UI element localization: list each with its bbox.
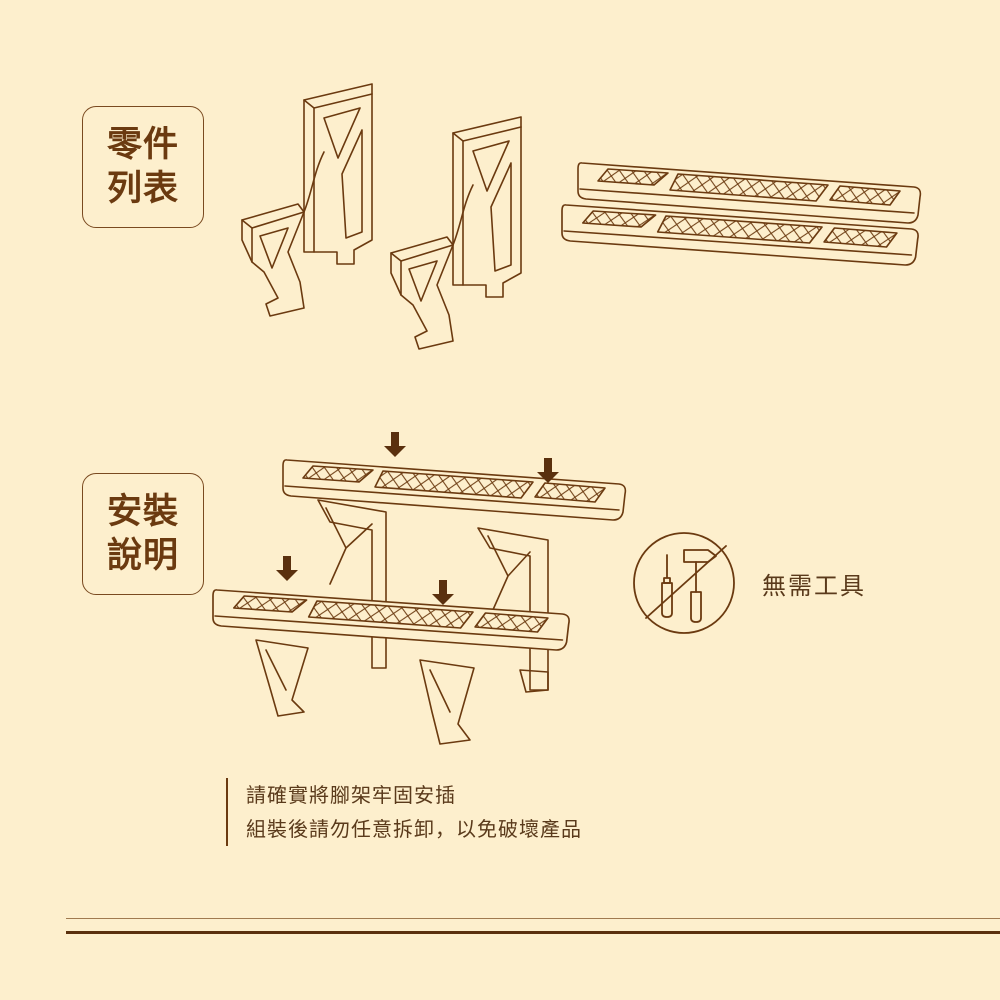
leg-part-illustration-1 <box>241 83 373 317</box>
install-label-line1: 安裝 <box>106 492 179 532</box>
parts-list-label-line2: 列表 <box>106 169 179 209</box>
divider-thick <box>66 931 1000 934</box>
down-arrow-icon <box>276 432 559 605</box>
no-tools-label: 無需工具 <box>762 572 866 600</box>
parts-list-label-line1: 零件 <box>106 125 179 165</box>
install-label-line2: 說明 <box>106 536 179 576</box>
assembly-note-line2: 組裝後請勿任意拆卸，以免破壞產品 <box>246 817 582 841</box>
install-instructions-label: 安裝 說明 <box>82 473 204 595</box>
assembly-notes: 請確實將腳架牢固安插 組裝後請勿任意拆卸，以免破壞產品 <box>226 778 582 846</box>
assembled-stand-illustration <box>212 459 627 745</box>
parts-list-label: 零件 列表 <box>82 106 204 228</box>
divider-thin <box>66 918 1000 919</box>
leg-part-illustration-2 <box>390 116 522 350</box>
no-tools-icon <box>633 532 735 634</box>
assembly-note-line1: 請確實將腳架牢固安插 <box>246 783 456 807</box>
